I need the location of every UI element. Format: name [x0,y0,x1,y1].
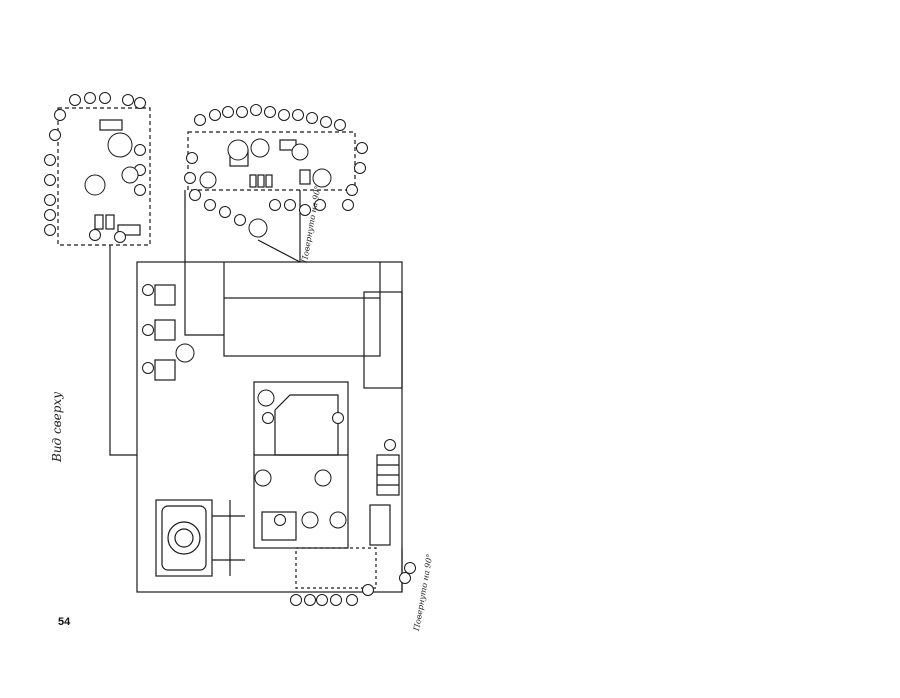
left-board [57,107,151,246]
callout-circle [330,594,342,606]
callout-circle [304,594,316,606]
callout-circle [189,189,201,201]
callout-circle [262,412,274,424]
callout-circle [227,139,249,161]
callout-circle [134,184,146,196]
callout-circle [122,94,134,106]
callout-circle [134,144,146,156]
callout-circle [278,109,290,121]
chassis-frame [136,261,403,593]
callout-circle [175,343,195,363]
wire-left [109,245,137,456]
callout-circle [186,152,198,164]
callout-circle [222,106,234,118]
callout-circle [257,389,275,407]
callout-circle [44,194,56,206]
callout-circle [320,116,332,128]
callout-circle [44,174,56,186]
callout-circle [219,206,231,218]
callout-circle [107,132,133,158]
callout-circle [342,199,354,211]
callout-circle [49,129,61,141]
callout-circle [312,168,332,188]
callout-circle [69,94,81,106]
callout-circle [204,199,216,211]
callout-circle [356,142,368,154]
callout-circle [346,184,358,196]
callout-circle [314,199,326,211]
page-number: 54 [58,616,71,628]
callout-circle [194,114,206,126]
callout-circle [314,469,332,487]
wire-top [184,190,224,336]
callout-circle [84,174,106,196]
callout-circle [142,324,154,336]
callout-circle [284,199,296,211]
callout-circle [269,199,281,211]
callout-circle [384,439,396,451]
callout-circle [332,412,344,424]
callout-circle [248,218,268,238]
view-label: Вид сверху [50,391,64,462]
callout-circle [142,284,154,296]
callout-circle [299,204,311,216]
right-block [363,291,403,389]
callout-circle [264,106,276,118]
callout-circle [134,97,146,109]
callout-circle [316,594,328,606]
callout-circle [84,92,96,104]
callout-circle [362,584,374,596]
callout-circle [142,362,154,374]
callout-circle [54,109,66,121]
callout-circle [99,92,111,104]
callout-circle [89,229,101,241]
callout-circle [329,511,347,529]
callout-circle [346,594,358,606]
callout-circle [44,154,56,166]
callout-circle [234,214,246,226]
callout-circle [209,109,221,121]
callout-circle [250,104,262,116]
callout-circle [399,572,411,584]
callout-circle [354,162,366,174]
callout-circle [334,119,346,131]
callout-circle [274,514,286,526]
callout-circle [121,166,139,184]
callout-circle [184,172,196,184]
block-13 [223,297,381,357]
callout-circle [254,469,272,487]
terminal-board [295,547,377,589]
transformer [155,499,213,577]
callout-circle [236,106,248,118]
callout-circle [301,511,319,529]
callout-circle [292,109,304,121]
callout-circle [44,209,56,221]
callout-circle [290,594,302,606]
callout-circle [291,143,309,161]
callout-circle [114,231,126,243]
callout-circle [44,224,56,236]
callout-circle [404,562,416,574]
callout-circle [250,138,270,158]
callout-circle [199,171,217,189]
center-assembly [253,381,349,549]
callout-circle [306,112,318,124]
